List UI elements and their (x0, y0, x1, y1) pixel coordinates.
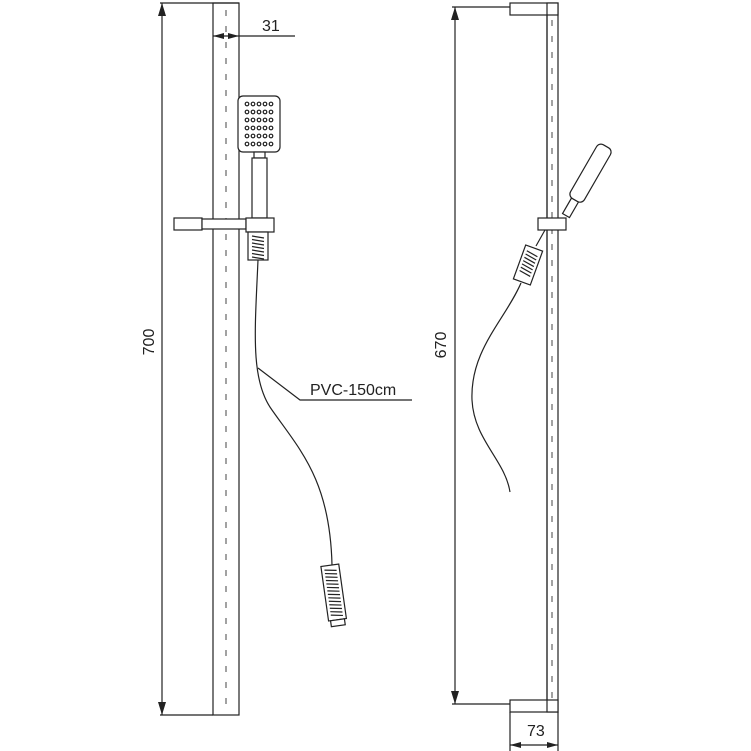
spray-nozzle (262, 125, 268, 131)
spray-nozzle (262, 101, 268, 107)
hose-right (471, 282, 522, 493)
spring-coil (327, 593, 341, 596)
spray-nozzle (250, 109, 256, 115)
spray-nozzle (244, 101, 250, 107)
spray-nozzle (250, 101, 256, 107)
spring-coil (326, 583, 339, 585)
spray-nozzle (244, 117, 250, 123)
spray-nozzle (256, 117, 262, 123)
spray-nozzle (268, 101, 274, 107)
spring-coil (325, 576, 338, 578)
spring-coil (524, 256, 536, 264)
spray-nozzle (244, 133, 250, 139)
spring-coil (330, 611, 343, 613)
spring-coil (251, 235, 265, 239)
spring-coil (325, 579, 339, 582)
spring-coil (522, 260, 535, 268)
spring-coil (328, 597, 341, 599)
spray-nozzle (256, 109, 262, 115)
spring-coil (330, 614, 343, 617)
spring-coil (251, 245, 265, 250)
spring-coil (251, 256, 265, 260)
spray-nozzle (256, 125, 262, 131)
hose-left (254, 259, 348, 628)
spring-coil (326, 586, 340, 589)
spring-coil (520, 266, 532, 274)
spray-nozzle (268, 125, 274, 131)
spray-nozzle (268, 117, 274, 123)
dimension-73: 73 (509, 712, 559, 751)
spring-coil (328, 600, 342, 603)
slider-bracket-left (173, 217, 275, 261)
spring-coil (324, 569, 337, 571)
spray-nozzle (268, 133, 274, 139)
dimension-670: 670 (433, 6, 510, 705)
spray-nozzle (262, 109, 268, 115)
spray-nozzle (250, 125, 256, 131)
right-rail (509, 2, 559, 713)
dimension-700: 700 (141, 2, 239, 716)
dimension-670-label: 670 (433, 332, 450, 359)
spray-nozzle (268, 109, 274, 115)
spray-nozzle (262, 117, 268, 123)
dimension-31-label: 31 (262, 18, 280, 35)
spring-coil (329, 604, 342, 606)
spray-nozzle (262, 141, 268, 147)
spray-nozzle (256, 141, 262, 147)
spring-coil (251, 242, 265, 246)
left-rail (212, 2, 240, 716)
spring-coil (324, 572, 338, 575)
spray-nozzle (244, 125, 250, 131)
spring-coil (251, 249, 265, 253)
spring-coil (327, 590, 340, 592)
spring-coil (329, 607, 342, 610)
spring-coil (521, 263, 533, 271)
spray-nozzle (250, 141, 256, 147)
hose-label: PVC-150cm (310, 382, 396, 399)
spray-nozzle (250, 133, 256, 139)
dimension-31: 31 (213, 18, 295, 39)
spray-nozzle (244, 109, 250, 115)
spring-coil (519, 269, 531, 277)
hand-shower-side (512, 143, 612, 286)
spring-coil (526, 250, 538, 258)
spray-nozzle (262, 133, 268, 139)
spray-nozzle (268, 141, 274, 147)
spray-nozzle (250, 117, 256, 123)
spring-coil (251, 252, 265, 257)
hose-label-leader: PVC-150cm (257, 367, 412, 401)
spray-nozzle (256, 133, 262, 139)
dimension-73-label: 73 (527, 723, 545, 740)
spring-coil (251, 238, 265, 243)
hand-shower-front (237, 95, 281, 219)
spray-nozzle (244, 141, 250, 147)
dimension-700-label: 700 (141, 329, 158, 356)
spray-nozzle (256, 101, 262, 107)
spring-coil (525, 253, 537, 261)
